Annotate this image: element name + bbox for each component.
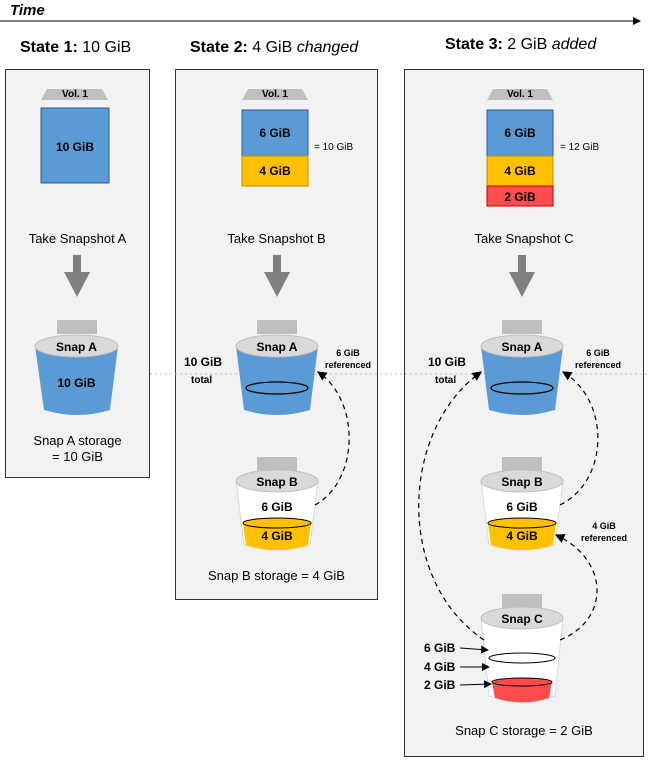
state-2-referenced-word: referenced bbox=[324, 360, 372, 370]
state-3-snap-b-label: Snap B bbox=[501, 475, 543, 489]
state-1-snap-a-fill: 10 GiB bbox=[57, 376, 96, 390]
state-3-ref6-size: 6 GiB bbox=[586, 348, 610, 358]
state-2-snap-b-label: Snap B bbox=[256, 475, 298, 489]
state-2-action: Take Snapshot B bbox=[227, 231, 326, 246]
state-1-down-arrow bbox=[64, 255, 90, 297]
state-3-volume-block-4: 4 GiB bbox=[504, 164, 536, 178]
state-1-action: Take Snapshot A bbox=[28, 231, 127, 246]
state-3-volume bbox=[486, 89, 554, 207]
state-3-snap-c-level-4: 4 GiB bbox=[424, 660, 456, 674]
state-3-volume-block-6: 6 GiB bbox=[504, 126, 536, 140]
state-2-storage: Snap B storage = 4 GiB bbox=[208, 568, 345, 583]
state-1-snap-a-label: Snap A bbox=[56, 340, 97, 354]
state-2-volume bbox=[241, 89, 309, 187]
state-3-ref-b-to-a bbox=[559, 371, 599, 506]
state-3-total-word: total bbox=[435, 375, 457, 386]
state-3-volume-total: = 12 GiB bbox=[560, 142, 600, 153]
state-3-snap-b-bucket bbox=[480, 457, 564, 551]
state-3-storage: Snap C storage = 2 GiB bbox=[455, 723, 593, 738]
state-3-down-arrow bbox=[509, 255, 535, 297]
state-3-action: Take Snapshot C bbox=[474, 231, 574, 246]
state-3-snap-a-bucket bbox=[480, 320, 564, 415]
state-2-volume-label: Vol. 1 bbox=[262, 89, 288, 100]
state-3-snap-c-label: Snap C bbox=[501, 612, 543, 626]
state-3-volume-block-2: 2 GiB bbox=[504, 190, 536, 204]
state-3-ref4-word: referenced bbox=[580, 533, 628, 543]
state-2-volume-block-4: 4 GiB bbox=[259, 164, 291, 178]
state-3-snap-a-label: Snap A bbox=[501, 340, 543, 354]
state-1-snap-a-bucket bbox=[34, 320, 119, 415]
time-label: Time bbox=[10, 2, 45, 19]
state-3-ref-c-to-a bbox=[418, 371, 485, 641]
state-2-snap-b-bucket bbox=[235, 457, 319, 551]
state-2-snap-a-bucket bbox=[235, 320, 319, 415]
state-3-snap-c-level-6: 6 GiB bbox=[424, 641, 456, 655]
state-3-snap-b-fill: 4 GiB bbox=[506, 529, 538, 543]
state-2-snap-b-fill: 4 GiB bbox=[261, 529, 293, 543]
state-2-snap-b-outline: 6 GiB bbox=[261, 500, 293, 514]
state-2-down-arrow bbox=[264, 255, 290, 297]
state-3-snap-c-bucket bbox=[480, 594, 564, 703]
state-3-snap-c-level-2: 2 GiB bbox=[424, 678, 456, 692]
state-3-ref4-size: 4 GiB bbox=[592, 521, 616, 531]
state-1-volume-label: Vol. 1 bbox=[62, 89, 88, 100]
state-1-storage-line2: = 10 GiB bbox=[52, 449, 103, 464]
state-2-reference-arrow bbox=[314, 371, 350, 506]
state-3-volume-label: Vol. 1 bbox=[507, 89, 533, 100]
state-2-volume-total: = 10 GiB bbox=[314, 142, 354, 153]
state-3-ref-c-to-b bbox=[554, 534, 598, 641]
state-3-title: State 3: 2 GiB added bbox=[445, 36, 597, 53]
state-3-ref6-word: referenced bbox=[574, 360, 622, 370]
snap-c-level-arrow-2 bbox=[459, 680, 492, 689]
state-2-title: State 2: 4 GiB changed bbox=[190, 39, 359, 56]
state-2-volume-block-6: 6 GiB bbox=[259, 126, 291, 140]
snap-c-level-arrow-6 bbox=[459, 645, 489, 654]
state-3-snap-b-outline: 6 GiB bbox=[506, 500, 538, 514]
state-1-storage-line1: Snap A storage bbox=[33, 433, 122, 448]
state-3-total-value: 10 GiB bbox=[428, 355, 467, 369]
state-2-total-value: 10 GiB bbox=[184, 355, 223, 369]
state-2-snap-a-label: Snap A bbox=[256, 340, 298, 354]
state-2-total-word: total bbox=[191, 375, 213, 386]
state-1-volume-size: 10 GiB bbox=[55, 140, 94, 154]
state-1-volume bbox=[40, 89, 110, 184]
state-1-title: State 1: 10 GiB bbox=[20, 39, 132, 56]
state-2-referenced-size: 6 GiB bbox=[336, 348, 360, 358]
